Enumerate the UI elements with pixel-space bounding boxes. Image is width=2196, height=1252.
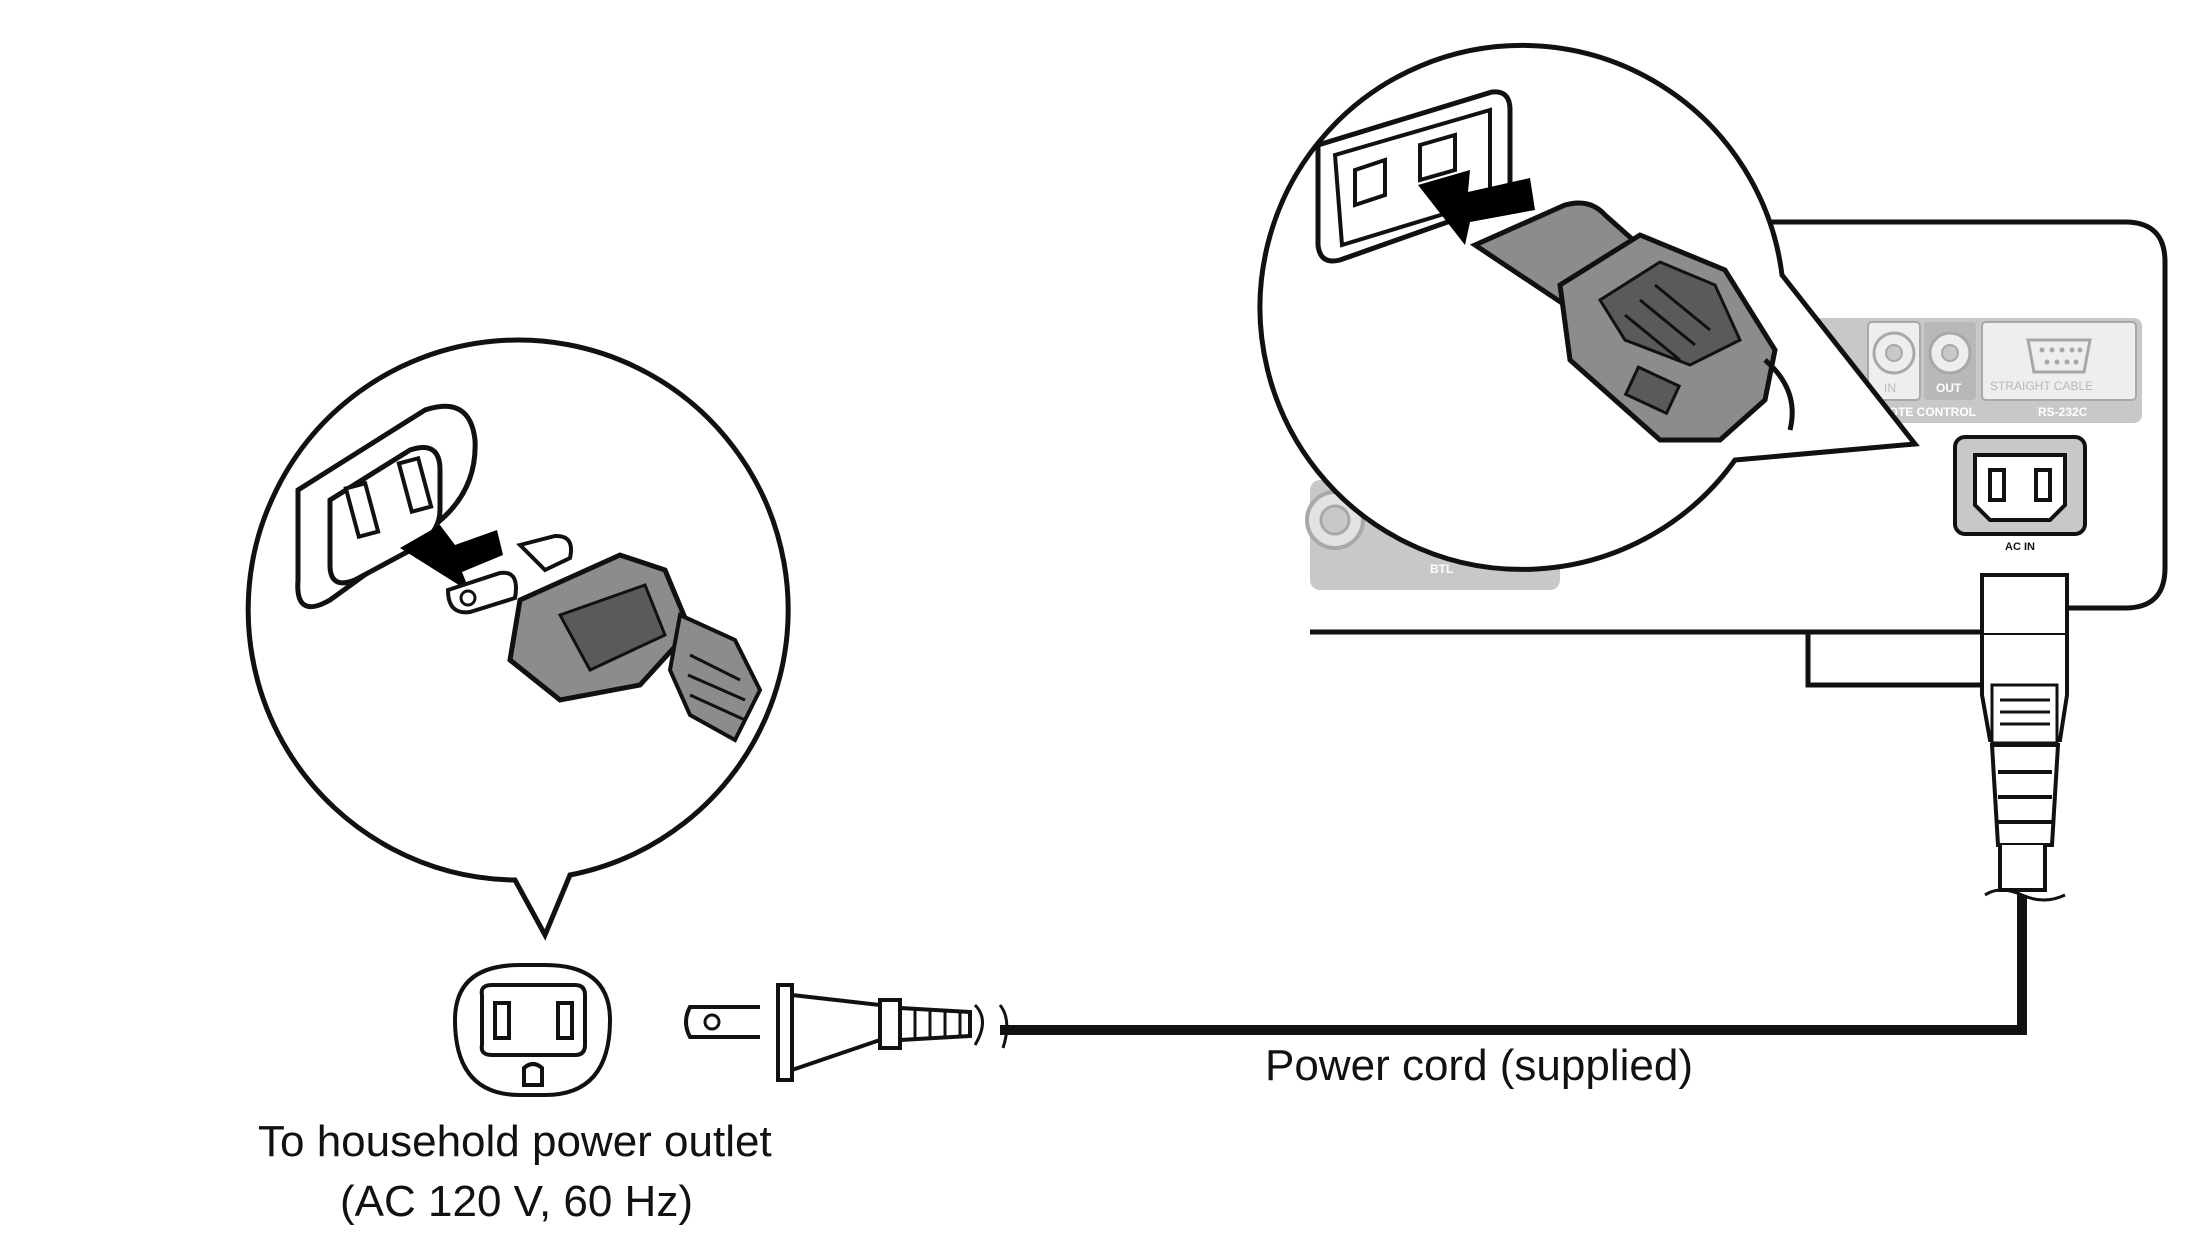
remote-in-label: IN xyxy=(1884,381,1896,395)
two-prong-plug-icon xyxy=(684,983,1009,1082)
remote-out-label: OUT xyxy=(1936,381,1962,395)
rs232c-port-icon xyxy=(2026,338,2092,374)
power-cord-label: Power cord (supplied) xyxy=(1265,1041,1693,1090)
wall-outlet-icon xyxy=(452,963,613,1097)
outlet-label-line2: (AC 120 V, 60 Hz) xyxy=(340,1177,693,1226)
insert-arrow-icon xyxy=(1418,170,1535,245)
btl-label: BTL xyxy=(1430,562,1453,576)
ac-in-inlet-icon xyxy=(1953,435,2087,536)
insert-arrow-icon xyxy=(400,525,503,592)
ac-in-label: AC IN xyxy=(2005,541,2035,553)
inlet-zoom-bubble xyxy=(1257,42,1920,572)
power-cord-line xyxy=(1000,895,2027,1035)
straight-cable-label: STRAIGHT CABLE xyxy=(1990,379,2093,393)
rs232c-label: RS-232C xyxy=(2038,405,2088,419)
outlet-zoom-bubble xyxy=(245,337,791,941)
zoomed-iec-connector-icon xyxy=(1469,200,1795,443)
outlet-label-line1: To household power outlet xyxy=(258,1117,772,1166)
iec-connector-icon xyxy=(1980,573,2069,902)
zoomed-plug-icon xyxy=(445,533,763,743)
remote-in-jack-icon xyxy=(1872,331,1916,375)
remote-out-jack-icon xyxy=(1928,331,1972,375)
